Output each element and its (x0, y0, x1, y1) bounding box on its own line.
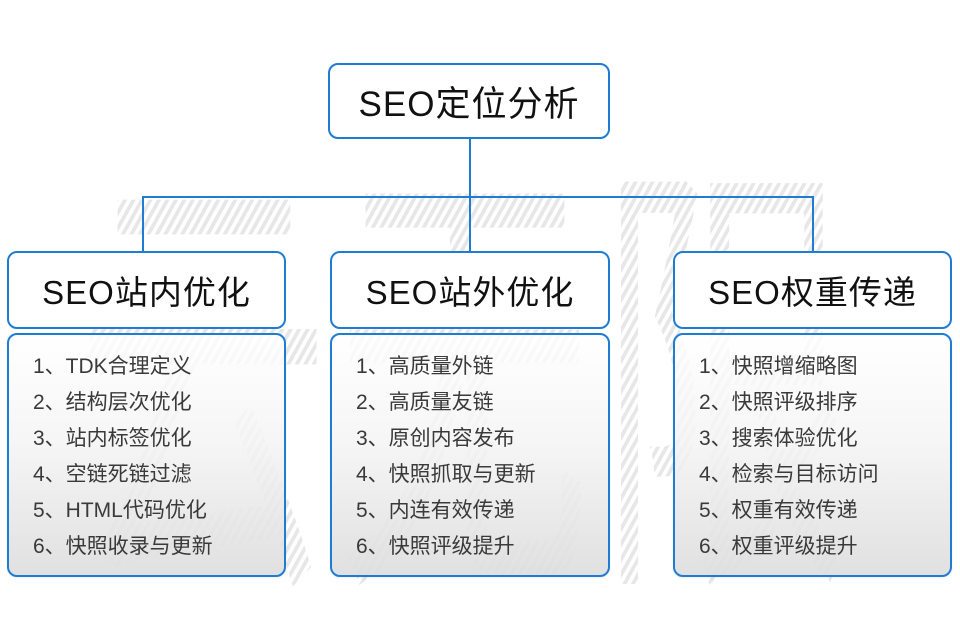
list-item: 5、HTML代码优化 (33, 499, 207, 522)
list-item: 5、内连有效传递 (356, 499, 515, 522)
column-header-onsite-title: SEO站内优化 (42, 274, 251, 311)
list-item: 2、结构层次优化 (33, 391, 192, 414)
connector-drop-onsite (142, 197, 144, 252)
connector-horizontal (142, 196, 814, 198)
column-panel-offsite: 1、高质量外链 2、高质量友链 3、原创内容发布 4、快照抓取与更新 5、内连有… (330, 333, 610, 577)
list-item: 6、快照收录与更新 (33, 535, 213, 558)
list-item: 4、空链死链过滤 (33, 463, 192, 486)
root-node: SEO定位分析 (328, 63, 610, 139)
offsite-item-list: 1、高质量外链 2、高质量友链 3、原创内容发布 4、快照抓取与更新 5、内连有… (332, 335, 608, 565)
column-header-offsite-title: SEO站外优化 (365, 274, 575, 311)
column-header-weight-title: SEO权重传递 (708, 274, 917, 311)
list-item: 4、快照抓取与更新 (356, 463, 536, 486)
column-panel-onsite: 1、TDK合理定义 2、结构层次优化 3、站内标签优化 4、空链死链过滤 5、H… (7, 333, 286, 577)
column-header-offsite: SEO站外优化 (330, 251, 610, 329)
column-header-weight: SEO权重传递 (673, 251, 952, 329)
list-item: 1、TDK合理定义 (33, 355, 192, 378)
onsite-item-list: 1、TDK合理定义 2、结构层次优化 3、站内标签优化 4、空链死链过滤 5、H… (9, 335, 284, 565)
root-node-title: SEO定位分析 (358, 84, 580, 124)
list-item: 1、高质量外链 (356, 355, 494, 378)
connector-root-vertical (469, 138, 471, 197)
list-item: 3、搜索体验优化 (699, 427, 858, 450)
connector-drop-weight (812, 197, 814, 252)
list-item: 3、原创内容发布 (356, 427, 515, 450)
list-item: 3、站内标签优化 (33, 427, 192, 450)
connector-drop-offsite (469, 197, 471, 252)
list-item: 2、快照评级排序 (699, 391, 858, 414)
list-item: 6、权重评级提升 (699, 535, 858, 558)
list-item: 5、权重有效传递 (699, 499, 858, 522)
column-header-onsite: SEO站内优化 (7, 251, 286, 329)
list-item: 2、高质量友链 (356, 391, 494, 414)
column-panel-weight: 1、快照增缩略图 2、快照评级排序 3、搜索体验优化 4、检索与目标访问 5、权… (673, 333, 952, 577)
weight-item-list: 1、快照增缩略图 2、快照评级排序 3、搜索体验优化 4、检索与目标访问 5、权… (675, 335, 950, 565)
list-item: 1、快照增缩略图 (699, 355, 858, 378)
list-item: 6、快照评级提升 (356, 535, 515, 558)
list-item: 4、检索与目标访问 (699, 463, 879, 486)
